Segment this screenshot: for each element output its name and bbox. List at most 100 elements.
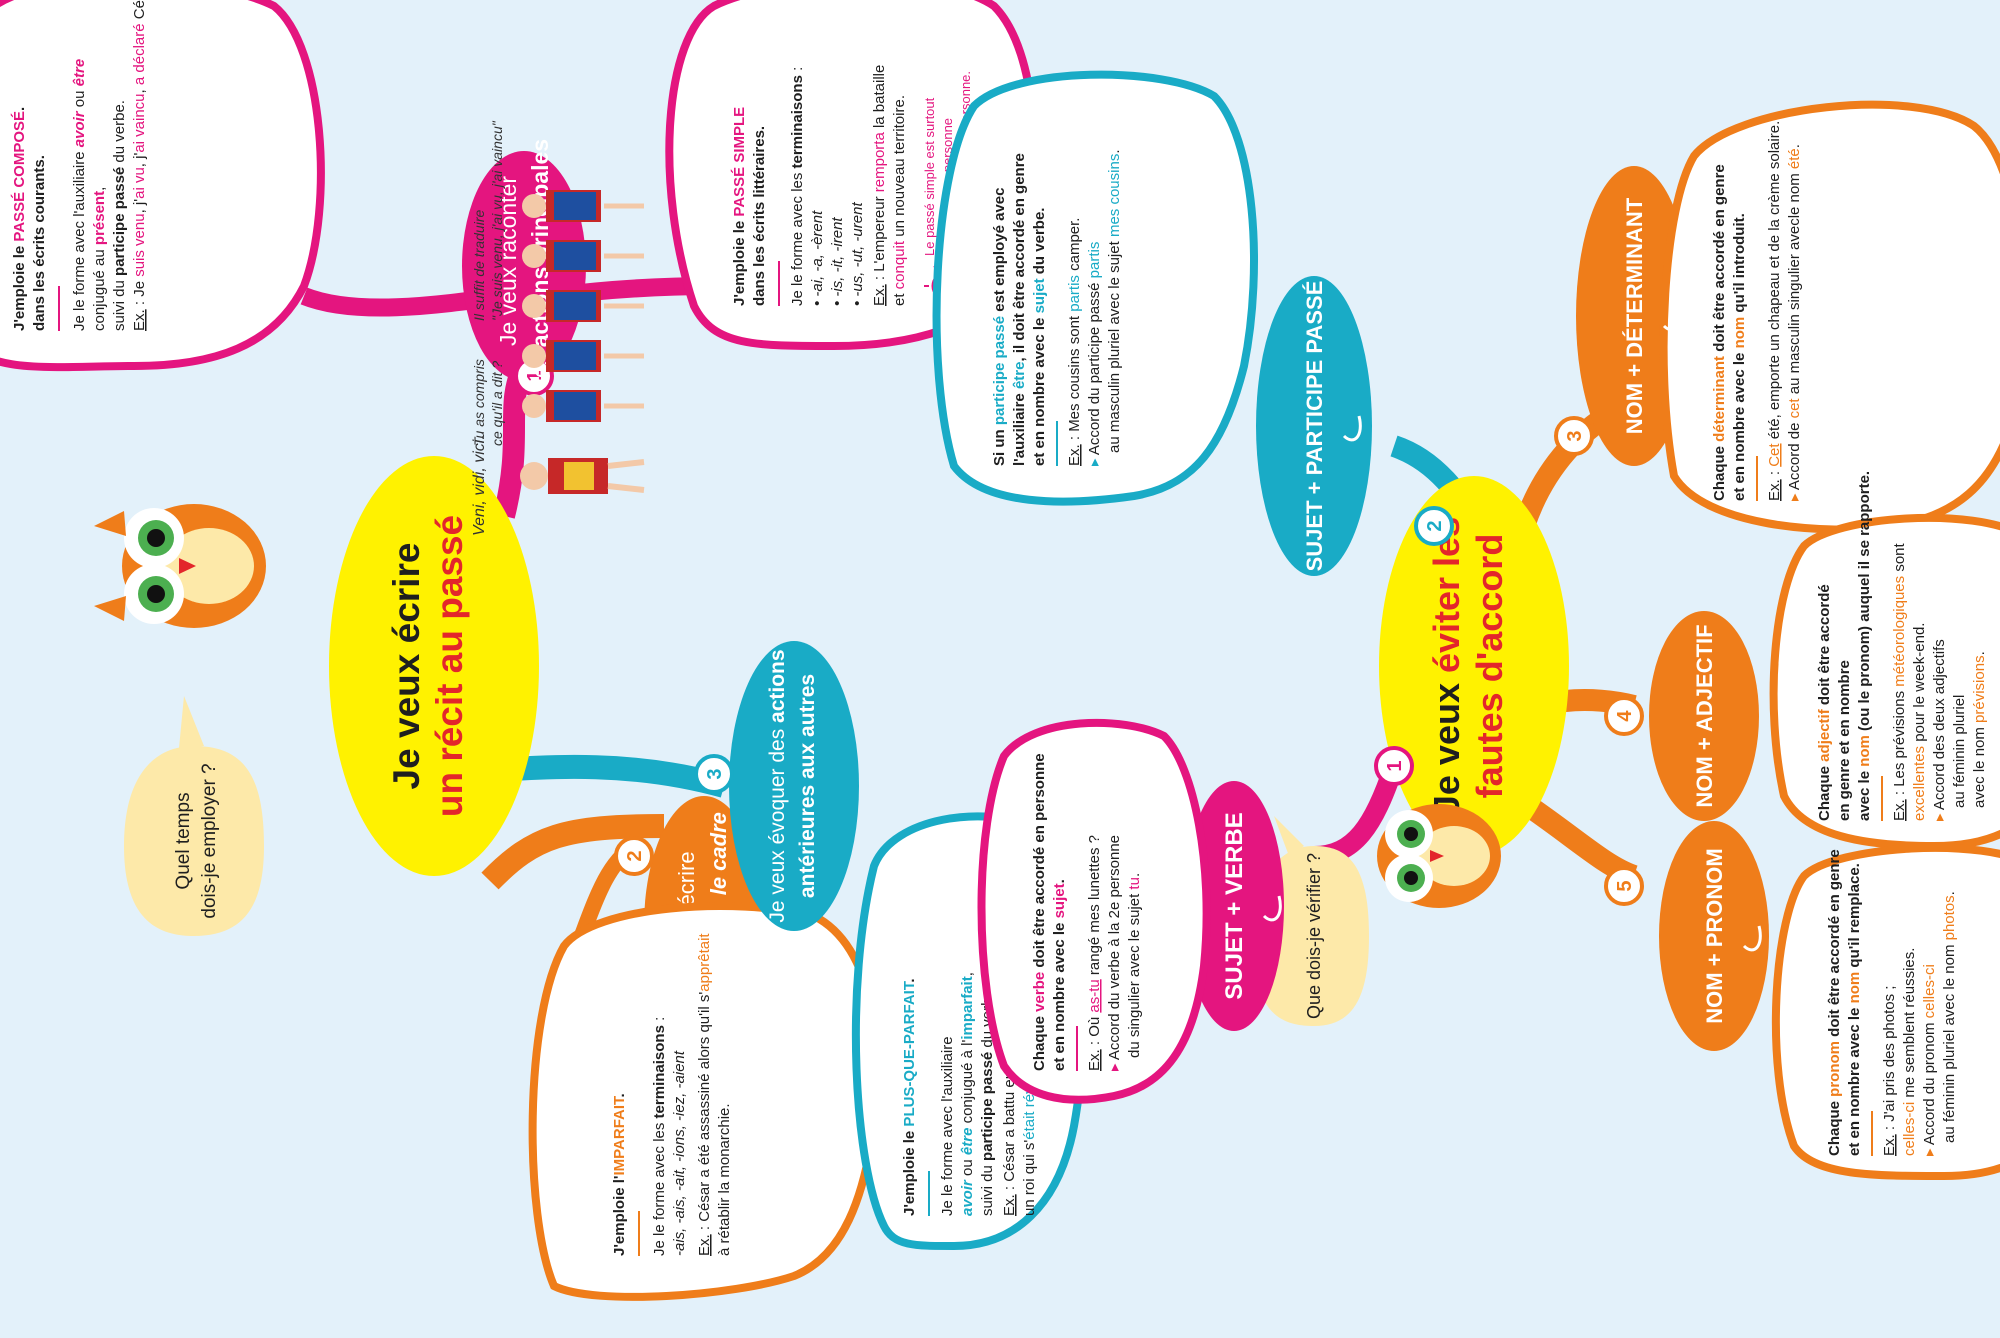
branch-1-number: 1 [524,370,546,381]
imp-example-1: Ex. : César a été assassiné alors qu'il … [696,933,713,1256]
b1-number: 1 [1384,760,1406,771]
pc-line-3: suivi du participe passé du verbe. [111,100,128,331]
b2-line-3: et en nombre avec le sujet du verbe. [1031,208,1048,466]
b5-note-2: au féminin pluriel avec le nom photos. [1941,891,1958,1143]
map-recit-au-passe: Je veux écrire un récit au passé Quel te… [0,0,1088,1301]
b4-line-3: avec le nom (ou le pronom) auquel il se … [1856,471,1873,821]
soldier-speech-1-line-1: Tu as compris [471,359,487,446]
b2-note-2: au masculin pluriel avec le sujet mes co… [1106,150,1123,454]
pc-line-2: conjugué au présent, [91,187,108,331]
card-passe-compose-text: J'emploie le PASSÉ COMPOSÉ. dans les écr… [11,0,148,331]
pc-title-2: dans les écrits courants. [31,155,48,331]
b5-arrow-icon [1742,925,1762,952]
card-sujet-participe-text: Si un participe passé est employé avec l… [991,150,1123,466]
branch-3-label-line-2: antérieures aux autres [796,674,819,898]
card-sujet-verbe [977,718,1211,1104]
pqp-line-2: avoir ou être conjugué à l'imparfait, [959,972,976,1216]
b5-note-1: ▸ Accord du pronom celles-ci [1921,964,1938,1156]
center2-line-1: Je veux éviter les [1426,517,1467,815]
soldier-row [522,190,644,422]
imp-line-1: Je le forme avec les terminaisons : [651,1017,668,1256]
question-line-2: dois-je employer ? [199,763,220,918]
card-nom-determinant-text: Chaque déterminant doit être accordé en … [1711,121,1803,501]
caesar-speech: Veni, vidi, vici. [471,435,488,536]
branch-3-number: 3 [704,768,726,779]
b4-note-1: ▸ Accord des deux adjectifs [1931,639,1948,821]
branch-1-label-line-1: Je veux raconter [495,176,521,346]
soldier-speech-1-line-2: ce qu'il a dit ? [489,361,505,446]
b3-arrow-icon [1662,305,1682,332]
ps-ending-3: • -us, -ut, -urent [849,202,866,306]
branch-2-number: 2 [624,850,646,861]
b4-note-2: au féminin pluriel [1951,695,1968,808]
b4-number-badge [1604,696,1644,736]
ps-example-2: et conquit un nouveau territoire. [891,95,908,306]
b5-label: NOM + PRONOM [1702,848,1727,1023]
ps-title-2: dans les écrits littéraires. [751,126,768,306]
roman-soldiers-illustration: Veni, vidi, vici. Tu as compris ce qu'il… [471,120,645,536]
b4-bubble [1649,611,1759,821]
connector-branch-2 [481,814,665,890]
owl-illustration [94,504,266,628]
imp-example-2: à rétablir la monarchie. [716,1103,733,1256]
b5-example-2: celles-ci me semblent réussies. [1901,948,1918,1156]
owl-illustration-2 [1377,804,1501,908]
ps-example-1: Ex. : L'empereur remporta la bataille [871,65,888,306]
center-bubble-2 [1379,476,1569,856]
card-imparfait-text: J'emploie l'IMPARFAIT. Je le forme avec … [611,933,733,1256]
b3-line-2: et en nombre avec le nom qu'il introduit… [1731,213,1748,501]
card-nom-pronom-text: Chaque pronom doit être accordé en genre… [1826,849,1958,1156]
b4-label: NOM + ADJECTIF [1692,624,1717,807]
branch-3-bubble [729,641,859,931]
b2-number-badge [1414,506,1454,546]
branch-3-label-line-1: Je veux évoquer des actions [766,649,789,922]
branch-3-number-badge [694,754,734,794]
b2-note-1: ▸ Accord du participe passé partis [1086,242,1103,466]
b1-note-1: ▸ Accord du verbe à la 2e personne [1106,835,1123,1071]
card-passe-compose [0,0,325,372]
card-nom-adjectif-text: Chaque adjectif doit être accordé en gen… [1816,471,1988,821]
center2-line-2: fautes d'accord [1469,534,1510,799]
b2-example: Ex. : Mes cousins sont partis camper. [1066,218,1083,466]
b4-number: 4 [1614,710,1636,722]
b4-line-2: en genre et en nombre [1836,660,1853,821]
b2-bubble [1256,276,1372,576]
b5-example-1: Ex. : J'ai pris des photos ; [1881,986,1898,1156]
b1-arrow-icon [1262,895,1282,922]
b2-line-1: Si un participe passé est employé avec [991,188,1008,466]
b1-label: SUJET + VERBE [1221,812,1248,999]
b3-label: NOM + DÉTERMINANT [1622,197,1647,434]
branch-2-number-badge [614,836,654,876]
map-fautes-d-accord: Je veux éviter les fautes d'accord Que d… [932,70,2000,1181]
b3-line-1: Chaque déterminant doit être accordé en … [1711,164,1728,501]
pc-line-1: Je le forme avec l'auxiliaire avoir ou ê… [71,59,88,331]
b5-line-2: et en nombre avec le nom qu'il remplace. [1846,863,1863,1156]
ps-title-1: J'emploie le PASSÉ SIMPLE [731,107,748,306]
pc-example: Ex. : Je suis venu, j'ai vu, j'ai vaincu… [131,0,148,331]
pqp-line-1: Je le forme avec l'auxiliaire [939,1036,956,1216]
b1-line-1: Chaque verbe doit être accordé en person… [1031,753,1048,1071]
b4-line-1: Chaque adjectif doit être accordé [1816,584,1833,821]
question2-text: Que dois-je vérifier ? [1304,853,1324,1019]
ps-ending-2: • -is, -it, -irent [829,217,846,306]
ps-tip-1: Le passé simple est surtout [922,97,937,256]
imp-line-2: -ais, -ais, -ait, -ions, -iez, -aient [671,1050,688,1256]
b1-note-2: du singulier avec le sujet tu. [1126,873,1143,1058]
b4-note-3: avec le nom prévisions. [1971,651,1988,808]
b1-example: Ex. : Où as-tu rangé mes lunettes ? [1086,835,1103,1071]
arrow-decorations [1262,305,1762,952]
b3-number-badge [1554,416,1594,456]
pc-title-1: J'emploie le PASSÉ COMPOSÉ. [11,107,28,331]
b2-arrow-icon [1342,415,1362,442]
b4-example-2: excellentes pour le week-end. [1911,623,1928,821]
b1-number-badge [1374,746,1414,786]
card-sujet-participe [932,70,1258,506]
pqp-title: J'emploie le PLUS-QUE-PARFAIT. [901,978,918,1216]
question-line-1: Quel temps [173,792,194,889]
b2-line-2: l'auxiliaire être, il doit être accordé … [1011,153,1028,466]
b5-number: 5 [1614,880,1636,891]
card-sujet-verbe-text: Chaque verbe doit être accordé en person… [1031,753,1143,1071]
center-line-1: Je veux écrire [386,543,427,790]
b3-number: 3 [1564,430,1586,441]
